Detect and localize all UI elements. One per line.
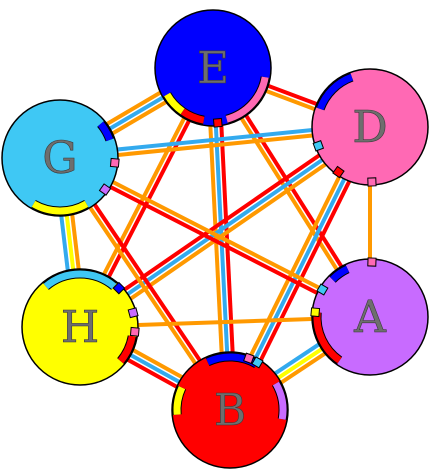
node-arc	[43, 270, 117, 290]
node-circle	[1, 99, 119, 217]
node-port	[310, 307, 321, 318]
node-port	[98, 183, 112, 196]
node-port	[316, 283, 329, 296]
node-port	[332, 165, 345, 179]
node-circle	[154, 9, 272, 127]
edge-line-orange	[81, 129, 375, 334]
node-label-H: H	[61, 302, 99, 353]
node-arc	[97, 121, 114, 142]
node-label-G: G	[42, 133, 77, 184]
node-D: D	[311, 68, 429, 187]
node-circle	[21, 268, 139, 386]
node-arc	[31, 200, 89, 215]
edge-line-red	[75, 120, 369, 325]
node-port	[367, 257, 377, 267]
node-arc	[206, 353, 259, 368]
node-E: E	[154, 9, 272, 128]
node-port	[112, 281, 126, 295]
node-G: G	[1, 99, 120, 217]
node-arc	[173, 386, 186, 415]
node-arc	[164, 92, 185, 115]
node-port	[109, 157, 120, 168]
node-A: A	[310, 257, 429, 376]
node-circle	[171, 351, 289, 469]
node-port	[312, 140, 325, 152]
node-label-D: D	[352, 102, 387, 153]
node-arc	[313, 312, 342, 364]
node-label-B: B	[214, 385, 246, 436]
node-port	[243, 352, 255, 365]
node-label-E: E	[197, 43, 229, 94]
node-port	[251, 356, 264, 369]
node-layer: E D G A H B	[1, 9, 429, 469]
node-arc	[225, 76, 269, 123]
node-arc	[272, 381, 287, 420]
node-port	[367, 177, 377, 187]
node-arc	[180, 108, 205, 124]
node-port	[127, 307, 139, 319]
node-arc	[316, 73, 354, 111]
node-port	[129, 326, 140, 337]
node-H: H	[21, 268, 140, 386]
node-arc	[117, 335, 136, 364]
node-port	[212, 117, 223, 128]
node-label-A: A	[353, 292, 387, 343]
node-B: B	[171, 351, 289, 469]
node-arc	[330, 265, 350, 283]
